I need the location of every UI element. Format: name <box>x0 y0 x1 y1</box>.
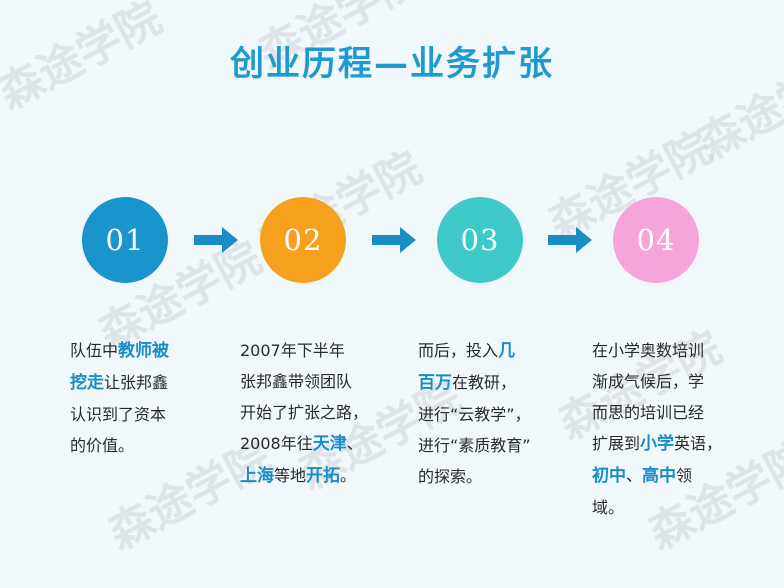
description-text: 渐成气候后，学 <box>592 372 705 391</box>
highlight-text: 上海 <box>240 466 274 486</box>
description-text: 而思的培训已经 <box>592 403 705 422</box>
step-3-number: 03 <box>460 223 500 257</box>
description-text: 2008年往 <box>240 434 313 453</box>
description-text: 进行“云教学”， <box>418 405 531 424</box>
step-4-circle: 04 <box>613 197 699 283</box>
description-text: 等地 <box>274 466 307 485</box>
description-line: 2007年下半年 <box>240 335 390 366</box>
step-1-number: 01 <box>105 223 145 257</box>
description-line: 队伍中教师被 <box>70 335 200 367</box>
highlight-text: 小学 <box>640 434 675 454</box>
description-line: 挖走让张邦鑫 <box>70 367 200 399</box>
arrow-right-icon <box>548 227 592 253</box>
description-text: 英语， <box>674 434 723 453</box>
description-line: 开始了扩张之路， <box>240 397 390 428</box>
step-4-description: 在小学奥数培训渐成气候后，学而思的培训已经扩展到小学英语，初中、高中领域。 <box>592 335 742 523</box>
highlight-text: 几 <box>498 341 516 361</box>
step-3-circle: 03 <box>437 197 523 283</box>
description-text: 域。 <box>592 498 625 517</box>
description-line: 扩展到小学英语， <box>592 428 742 460</box>
highlight-text: 开拓 <box>306 466 341 486</box>
description-line: 的价值。 <box>70 430 200 461</box>
highlight-text: 初中 <box>592 466 626 486</box>
step-2-number: 02 <box>283 223 323 257</box>
description-text: 而后，投入 <box>418 341 499 360</box>
description-line: 张邦鑫带领团队 <box>240 366 390 397</box>
highlight-text: 百万 <box>418 373 452 393</box>
page-title: 创业历程—业务扩张 <box>230 44 554 84</box>
description-text: 、 <box>346 434 363 453</box>
description-line: 进行“云教学”， <box>418 399 568 430</box>
description-line: 百万在教研， <box>418 367 568 399</box>
description-text: 在小学奥数培训 <box>592 341 705 360</box>
description-line: 而后，投入几 <box>418 335 568 367</box>
description-text: 领 <box>676 466 693 485</box>
description-text: 的价值。 <box>70 436 135 455</box>
highlight-text: 挖走 <box>70 373 104 393</box>
description-line: 的探索。 <box>418 461 568 492</box>
highlight-text: 教师被 <box>118 341 170 361</box>
description-text: 进行“素质教育” <box>418 436 531 455</box>
description-text: 队伍中 <box>70 341 119 360</box>
description-text: 。 <box>340 466 357 485</box>
description-text: 2007年下半年 <box>240 341 345 360</box>
step-4-number: 04 <box>636 223 676 257</box>
description-text: 扩展到 <box>592 434 641 453</box>
arrow-right-icon <box>194 227 238 253</box>
step-2-circle: 02 <box>260 197 346 283</box>
step-1-circle: 01 <box>82 197 168 283</box>
highlight-text: 高中 <box>642 466 677 486</box>
description-text: 让张邦鑫 <box>104 373 169 392</box>
description-text: 张邦鑫带领团队 <box>240 372 353 391</box>
description-text: 的探索。 <box>418 467 483 486</box>
highlight-text: 天津 <box>312 434 347 454</box>
arrow-right-icon <box>372 227 416 253</box>
description-line: 认识到了资本 <box>70 399 200 430</box>
description-line: 域。 <box>592 492 742 523</box>
description-line: 渐成气候后，学 <box>592 366 742 397</box>
step-1-description: 队伍中教师被挖走让张邦鑫认识到了资本的价值。 <box>70 335 200 461</box>
description-text: 、 <box>626 466 643 485</box>
description-text: 在教研， <box>452 373 517 392</box>
step-2-description: 2007年下半年张邦鑫带领团队开始了扩张之路，2008年往天津、上海等地开拓。 <box>240 335 390 492</box>
description-line: 上海等地开拓。 <box>240 460 390 492</box>
description-line: 在小学奥数培训 <box>592 335 742 366</box>
description-text: 认识到了资本 <box>70 405 167 424</box>
description-line: 2008年往天津、 <box>240 428 390 460</box>
description-text: 开始了扩张之路， <box>240 403 369 422</box>
description-line: 初中、高中领 <box>592 460 742 492</box>
description-line: 进行“素质教育” <box>418 430 568 461</box>
step-3-description: 而后，投入几百万在教研，进行“云教学”，进行“素质教育”的探索。 <box>418 335 568 492</box>
description-line: 而思的培训已经 <box>592 397 742 428</box>
